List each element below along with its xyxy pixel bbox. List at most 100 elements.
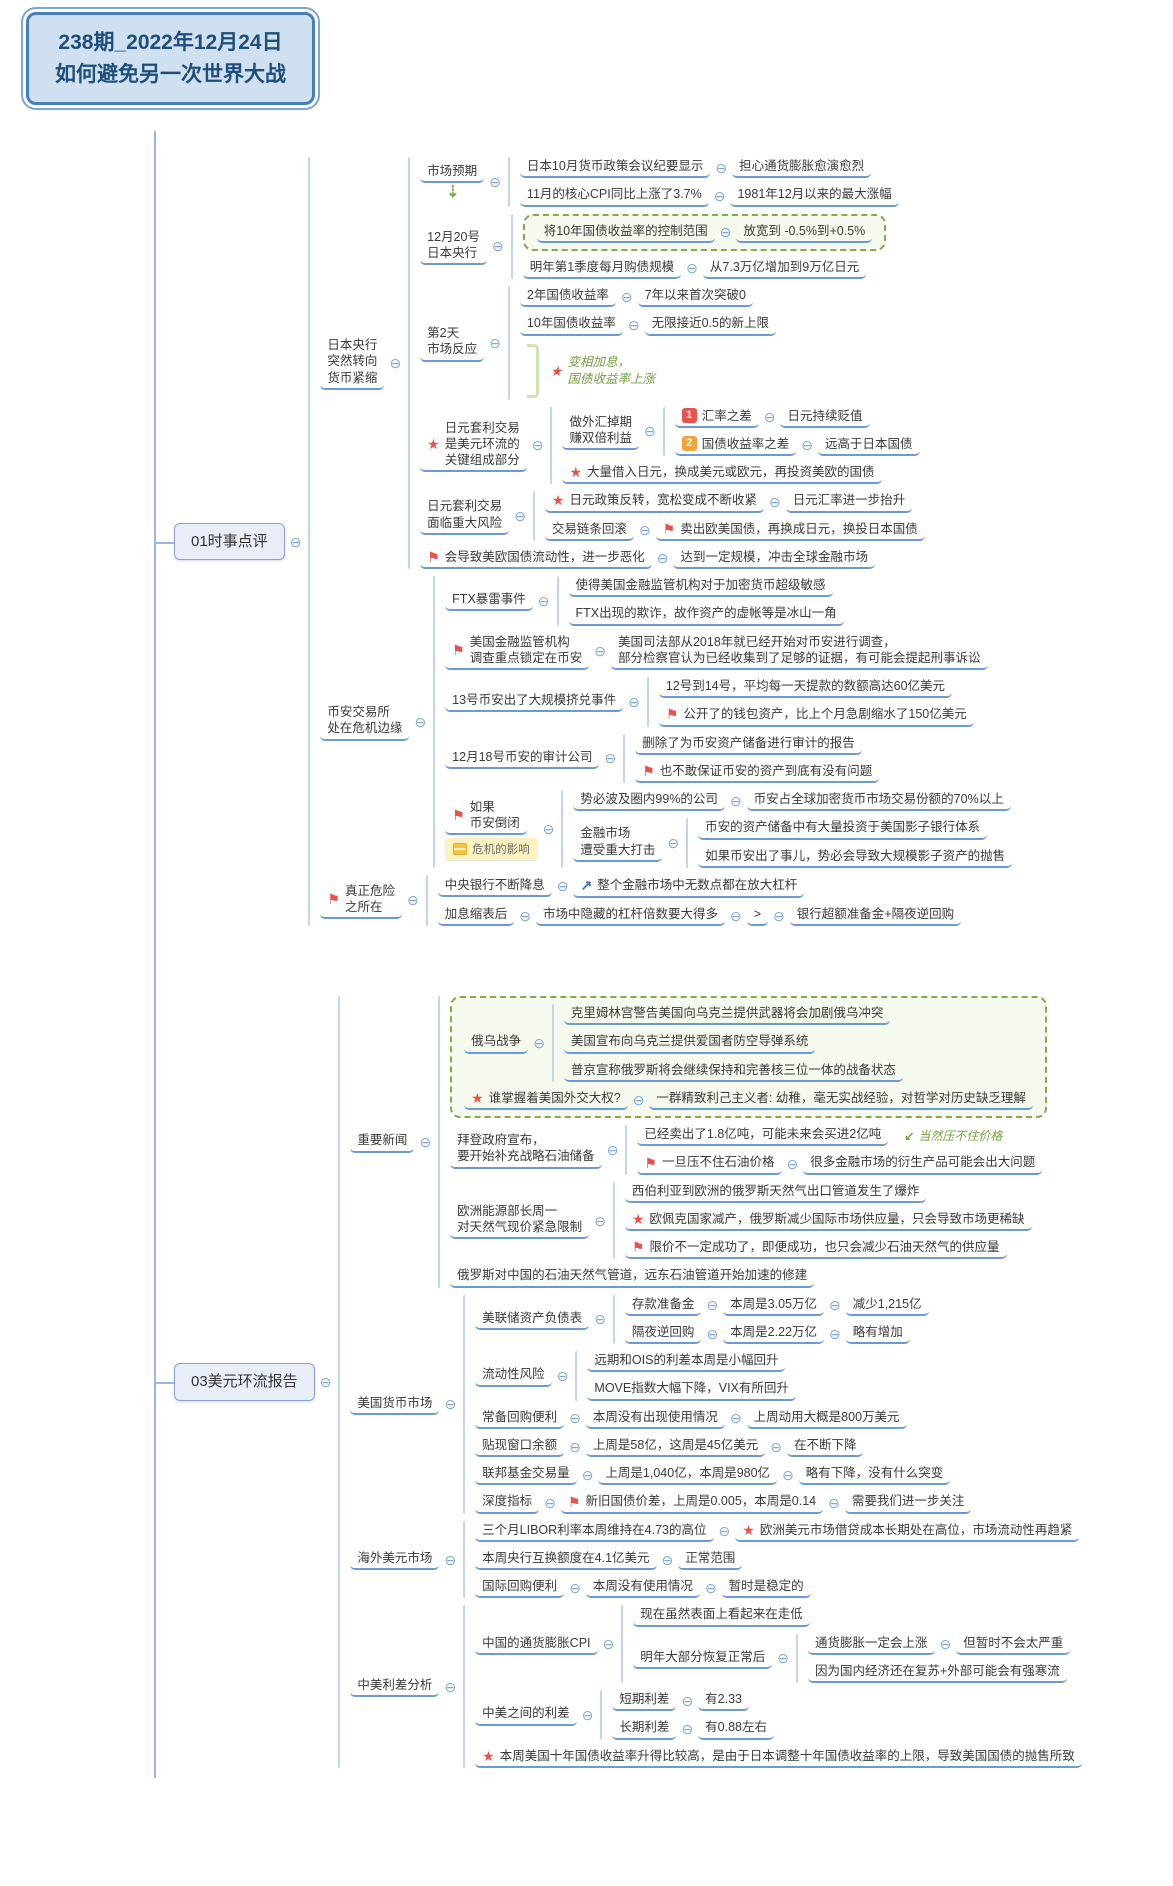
mindmap-node[interactable]: 联邦基金交易量 bbox=[475, 1464, 577, 1486]
collapse-icon[interactable]: ⊖ bbox=[828, 1495, 840, 1512]
collapse-icon[interactable]: ⊖ bbox=[939, 1636, 952, 1653]
mindmap-node[interactable]: ↗整个金融市场中无数点都在放大杠杆 bbox=[573, 875, 805, 898]
collapse-icon[interactable]: ⊖ bbox=[569, 1438, 581, 1455]
mindmap-node[interactable]: ⚑公开了的钱包资产，比上个月急剧缩水了150亿美元 bbox=[658, 705, 974, 727]
collapse-icon[interactable]: ⊖ bbox=[730, 907, 742, 924]
collapse-icon[interactable]: ⊖ bbox=[681, 1721, 694, 1738]
collapse-icon[interactable]: ⊖ bbox=[638, 522, 651, 539]
mindmap-node[interactable]: 普京宣称俄罗斯将会继续保持和完善核三位一体的战备状态 bbox=[563, 1061, 903, 1082]
callout-node[interactable]: ★变相加息， 国债收益率上涨 bbox=[520, 343, 662, 400]
collapse-icon[interactable]: ⊖ bbox=[782, 1466, 794, 1483]
mindmap-node[interactable]: 美国货币市场 bbox=[350, 1394, 440, 1415]
mindmap-node[interactable]: 国际回购便利 bbox=[475, 1577, 565, 1599]
mindmap-node[interactable]: 西伯利亚到欧洲的俄罗斯天然气出口管道发生了爆炸 bbox=[624, 1182, 927, 1203]
mindmap-node[interactable]: 银行超额准备金+隔夜逆回购 bbox=[789, 905, 962, 927]
collapse-icon[interactable]: ⊖ bbox=[729, 1410, 742, 1427]
mindmap-node[interactable]: 一群精致利己主义者: 幼稚，毫无实战经验，对哲学对历史缺乏理解 bbox=[649, 1089, 1033, 1111]
mindmap-node[interactable]: 本周是2.22万亿 bbox=[723, 1323, 825, 1345]
mindmap-node[interactable]: 长期利差 bbox=[612, 1718, 677, 1740]
collapse-icon[interactable]: ⊖ bbox=[667, 835, 680, 851]
collapse-icon[interactable]: ⊖ bbox=[569, 1579, 581, 1596]
mindmap-node[interactable]: 常备回购便利 bbox=[475, 1408, 565, 1429]
collapse-icon[interactable]: ⊖ bbox=[594, 1311, 606, 1328]
mindmap-node[interactable]: 正常范围 bbox=[678, 1549, 743, 1571]
mindmap-node[interactable]: 币安的资产储备中有大量投资于美国影子银行体系 bbox=[698, 818, 988, 840]
mindmap-node[interactable]: 海外美元市场 bbox=[350, 1549, 440, 1571]
mindmap-node[interactable]: 有0.88左右 bbox=[698, 1718, 775, 1740]
collapse-icon[interactable]: ⊖ bbox=[704, 1579, 717, 1596]
mindmap-node[interactable]: 12月20号 日本央行 bbox=[420, 228, 487, 265]
mindmap-node[interactable]: 减少1,215亿 bbox=[845, 1295, 929, 1316]
collapse-icon[interactable]: ⊖ bbox=[407, 892, 419, 909]
mindmap-node[interactable]: 11月的核心CPI同比上涨了3.7% bbox=[519, 185, 709, 207]
collapse-icon[interactable]: ⊖ bbox=[319, 1374, 332, 1391]
mindmap-node[interactable]: 明年大部分恢复正常后 bbox=[633, 1648, 773, 1670]
collapse-icon[interactable]: ⊖ bbox=[763, 409, 776, 426]
collapse-icon[interactable]: ⊖ bbox=[729, 792, 742, 809]
collapse-icon[interactable]: ⊖ bbox=[419, 1133, 432, 1150]
mindmap-node[interactable]: 2年国债收益率 bbox=[519, 286, 616, 308]
collapse-icon[interactable]: ⊖ bbox=[628, 693, 640, 710]
collapse-icon[interactable]: ⊖ bbox=[444, 1396, 457, 1413]
collapse-icon[interactable]: ⊖ bbox=[627, 316, 640, 333]
collapse-icon[interactable]: ⊖ bbox=[829, 1297, 841, 1314]
collapse-icon[interactable]: ⊖ bbox=[656, 550, 669, 567]
mindmap-node[interactable]: 日元持续贬值 bbox=[780, 407, 870, 428]
collapse-icon[interactable]: ⊖ bbox=[569, 1410, 581, 1427]
mindmap-node[interactable]: ★欧洲美元市场借贷成本长期处在高位，市场流动性再趋紧 bbox=[735, 1521, 1080, 1542]
collapse-icon[interactable]: ⊖ bbox=[773, 907, 785, 924]
mindmap-node[interactable]: 流动性风险 bbox=[475, 1365, 552, 1387]
mindmap-node[interactable]: 币安交易所 处在危机边缘 bbox=[320, 703, 410, 741]
collapse-icon[interactable]: ⊖ bbox=[444, 1678, 457, 1695]
collapse-icon[interactable]: ⊖ bbox=[719, 224, 732, 241]
collapse-icon[interactable]: ⊖ bbox=[644, 423, 656, 440]
branch-box[interactable]: 01时事点评 bbox=[174, 522, 285, 561]
mindmap-node[interactable]: 拜登政府宣布， 要开始补充战略石油储备 bbox=[450, 1131, 602, 1169]
collapse-icon[interactable]: ⊖ bbox=[537, 592, 550, 609]
mindmap-node[interactable]: ⚑限价不一定成功了，即便成功，也只会减少石油天然气的供应量 bbox=[624, 1238, 1007, 1260]
mindmap-node[interactable]: 远高于日本国债 bbox=[817, 435, 920, 456]
mindmap-node[interactable]: 如果币安出了事儿，势必会导致大规模影子资产的抛售 bbox=[698, 847, 1013, 868]
collapse-icon[interactable]: ⊖ bbox=[542, 820, 555, 837]
title-box[interactable]: 238期_2022年12月24日 如何避免另一次世界大战 bbox=[26, 12, 315, 105]
collapse-icon[interactable]: ⊖ bbox=[661, 1551, 674, 1568]
mindmap-node[interactable]: 本周没有使用情况 bbox=[585, 1577, 700, 1599]
mindmap-node[interactable]: ★日元套利交易 是美元环流的 关键组成部分 bbox=[420, 419, 527, 473]
mindmap-node[interactable]: 现在虽然表面上看起来在走低 bbox=[633, 1605, 810, 1627]
mindmap-node[interactable]: 日本央行 突然转向 货币紧缩 bbox=[320, 336, 385, 390]
collapse-icon[interactable]: ⊖ bbox=[491, 238, 504, 255]
collapse-icon[interactable]: ⊖ bbox=[632, 1091, 645, 1108]
mindmap-node[interactable]: 上周是58亿，这周是45亿美元 bbox=[585, 1436, 766, 1458]
collapse-icon[interactable]: ⊖ bbox=[715, 159, 728, 176]
mindmap-node[interactable]: 美联储资产负债表 bbox=[475, 1309, 590, 1331]
mindmap-node[interactable]: ★欧佩克国家减产，俄罗斯减少国际市场供应量，只会导致市场更稀缺 bbox=[624, 1210, 1032, 1232]
mindmap-node[interactable]: 隔夜逆回购 bbox=[624, 1323, 702, 1345]
mindmap-node[interactable]: 使得美国金融监管机构对于加密货币超级敏感 bbox=[568, 576, 833, 598]
mindmap-node[interactable]: 删除了为币安资产储备进行审计的报告 bbox=[635, 734, 862, 755]
mindmap-node[interactable]: ⚑卖出欧美国债，再换成日元，换投日本国债 bbox=[655, 520, 925, 541]
collapse-icon[interactable]: ⊖ bbox=[444, 1551, 457, 1568]
collapse-icon[interactable]: ⊖ bbox=[769, 493, 781, 510]
mindmap-node[interactable]: 1981年12月以来的最大涨幅 bbox=[730, 185, 899, 207]
collapse-icon[interactable]: ⊖ bbox=[604, 750, 617, 767]
mindmap-node[interactable]: 贴现窗口余额 bbox=[475, 1436, 565, 1458]
mindmap-node[interactable]: ★大量借入日元，换成美元或欧元，再投资美欧的国债 bbox=[562, 463, 882, 485]
mindmap-node[interactable]: 加息缩表后 bbox=[437, 905, 515, 927]
mindmap-node[interactable]: 本周央行互换额度在4.1亿美元 bbox=[475, 1549, 657, 1571]
mindmap-node[interactable]: > bbox=[746, 905, 769, 927]
mindmap-node[interactable]: ⚑如果 币安倒闭 bbox=[445, 798, 527, 836]
mindmap-node[interactable]: 已经卖出了1.8亿吨，可能未来会买进2亿吨 bbox=[637, 1125, 889, 1147]
mindmap-node[interactable]: 7年以来首次突破0 bbox=[637, 286, 754, 308]
mindmap-node[interactable]: 将10年国债收益率的控制范围 bbox=[536, 222, 715, 243]
mindmap-node[interactable]: 重要新闻 bbox=[350, 1131, 415, 1153]
mindmap-node[interactable]: ⚑美国金融监管机构 调查重点锁定在币安 bbox=[445, 633, 590, 670]
mindmap-node[interactable]: 三个月LIBOR利率本周维持在4.73的高位 bbox=[475, 1521, 714, 1542]
mindmap-node[interactable]: 上周动用大概是800万美元 bbox=[746, 1408, 907, 1429]
mindmap-node[interactable]: 需要我们进一步关注 bbox=[844, 1492, 972, 1514]
mindmap-node[interactable]: 本周没有出现使用情况 bbox=[585, 1408, 725, 1429]
mindmap-node[interactable]: ⚑一旦压不住石油价格 bbox=[637, 1153, 782, 1175]
collapse-icon[interactable]: ⊖ bbox=[389, 355, 402, 371]
mindmap-node[interactable]: 金融市场 遭受重大打击 bbox=[573, 824, 663, 862]
collapse-icon[interactable]: ⊖ bbox=[489, 173, 501, 190]
